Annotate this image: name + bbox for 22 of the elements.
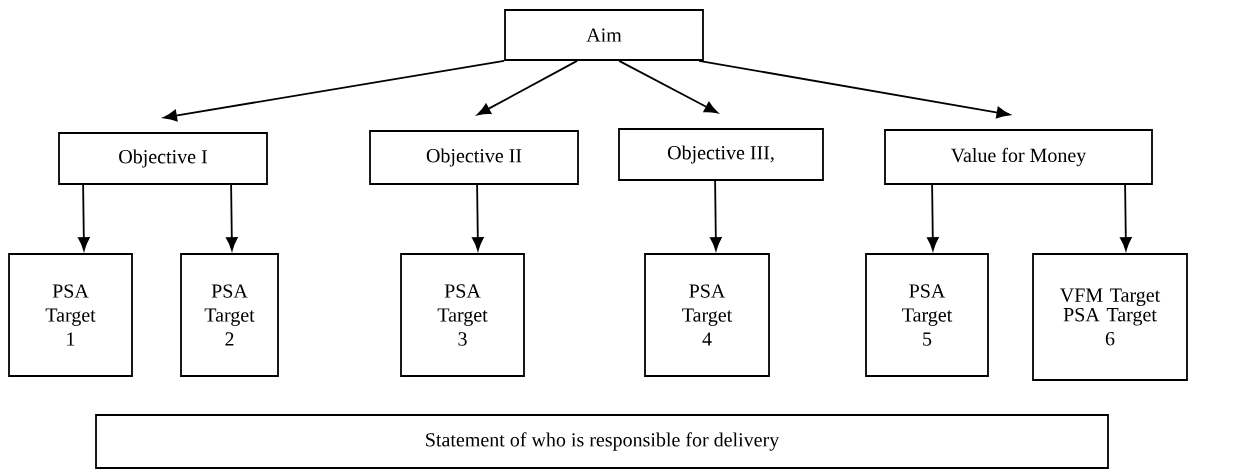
arrow (698, 60, 1010, 119)
process-box: Statement of who is responsible for delivery (95, 414, 1109, 469)
arrow (1120, 184, 1132, 251)
arrow (78, 184, 90, 251)
process-box: Objective I (58, 132, 268, 185)
process-box: Objective II (369, 130, 579, 185)
process-box: Objective III, (618, 128, 824, 181)
process-box: PSA Target 5 (865, 253, 989, 377)
process-box: PSA Target 3 (400, 253, 525, 377)
process-box: Value for Money (884, 129, 1153, 185)
arrow (710, 180, 722, 251)
arrow (163, 60, 505, 122)
arrow (618, 60, 718, 114)
process-box: PSA Target 2 (180, 253, 279, 377)
process-box: PSA Target 4 (644, 253, 770, 377)
process-box: Aim (504, 9, 704, 61)
arrow (472, 184, 484, 251)
arrow (927, 184, 939, 251)
arrow (477, 60, 578, 116)
process-box: VFM Target PSA Target 6 (1032, 253, 1188, 381)
arrow (226, 184, 238, 251)
process-box: PSA Target 1 (8, 253, 133, 377)
